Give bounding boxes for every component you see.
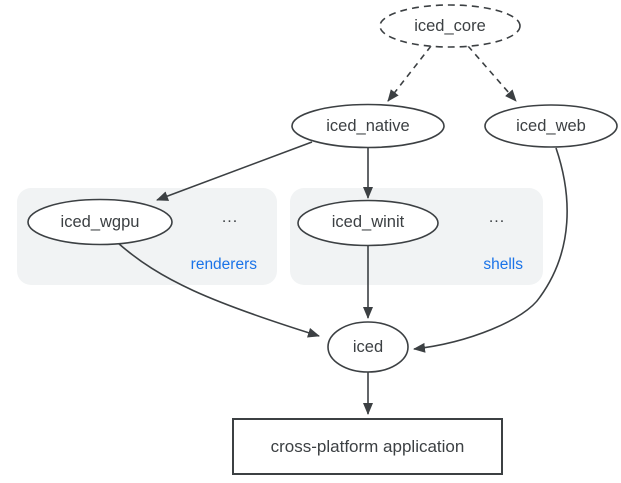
node-label-iced: iced xyxy=(328,322,408,372)
iced-winit-text: iced_winit xyxy=(331,213,405,231)
renderers-ellipsis-text: ... xyxy=(221,209,239,226)
node-label-app: cross-platform application xyxy=(233,419,502,474)
edge-iced_web-to-iced xyxy=(413,147,568,353)
iced-wgpu-text: iced_wgpu xyxy=(60,213,140,231)
edge-iced_core-to-iced_native xyxy=(387,45,432,102)
node-shape-app xyxy=(232,418,503,475)
renderers-label-text: renderers xyxy=(190,256,257,273)
node-label-iced-core: iced_core xyxy=(380,5,520,47)
iced-web-text: iced_web xyxy=(516,117,586,135)
shells-label-text: shells xyxy=(483,256,523,273)
renderers-ellipsis: ... xyxy=(195,209,265,227)
shells-group-label: shells xyxy=(383,256,523,274)
node-shape-iced-web xyxy=(484,104,618,148)
shells-ellipsis-text: ... xyxy=(488,209,506,226)
iced-native-text: iced_native xyxy=(326,117,410,135)
node-shape-iced-wgpu xyxy=(27,198,173,246)
edge-iced_native-to-iced_wgpu xyxy=(156,141,313,201)
node-label-iced-native: iced_native xyxy=(292,105,444,148)
app-text: cross-platform application xyxy=(270,436,465,456)
node-shape-iced-winit xyxy=(297,199,439,247)
edge-iced_wgpu-to-iced xyxy=(117,242,320,338)
node-label-iced-wgpu: iced_wgpu xyxy=(28,200,172,245)
renderers-group-label: renderers xyxy=(117,256,257,274)
node-label-iced-winit: iced_winit xyxy=(298,200,438,245)
node-shape-iced xyxy=(327,321,409,373)
shells-ellipsis: ... xyxy=(462,209,532,227)
node-label-iced-web: iced_web xyxy=(485,105,617,148)
iced-text: iced xyxy=(352,337,384,356)
node-shape-iced-native xyxy=(291,103,445,149)
node-shape-iced-core xyxy=(379,4,521,48)
edge-iced_core-to-iced_web xyxy=(467,45,517,102)
iced-core-text: iced_core xyxy=(414,16,486,35)
